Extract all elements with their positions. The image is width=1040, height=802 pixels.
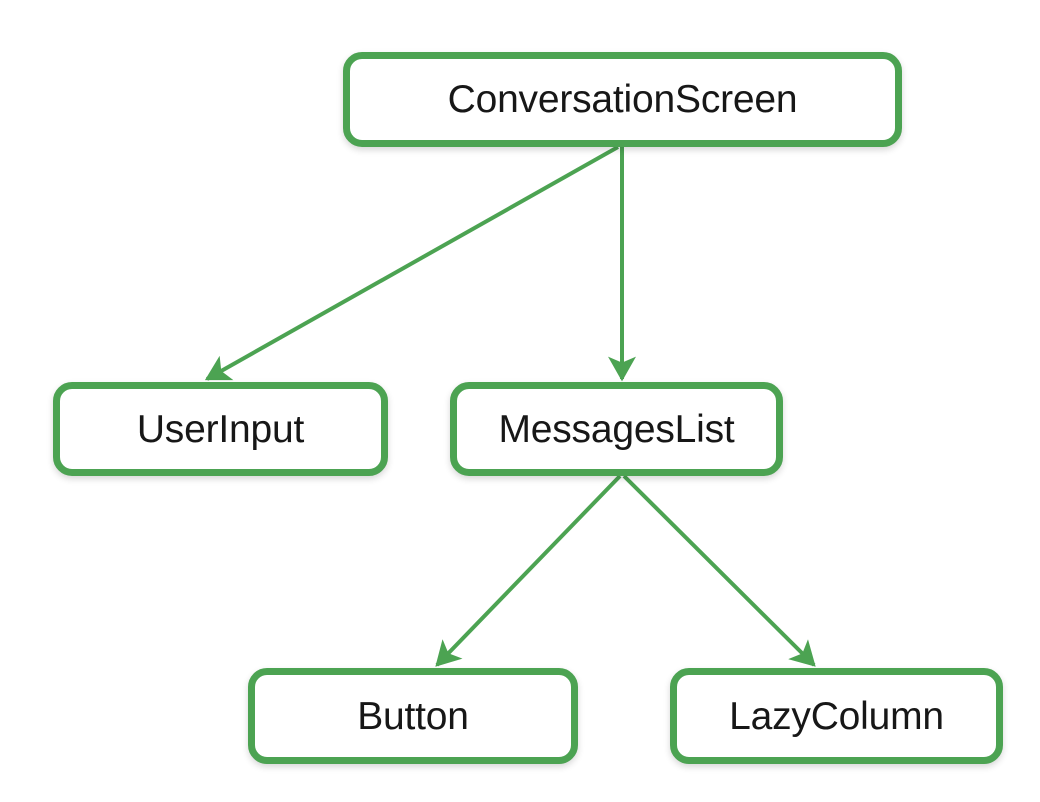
node-messages-list[interactable]: MessagesList xyxy=(450,382,783,476)
node-label-button: Button xyxy=(357,694,469,738)
node-label-conversation-screen: ConversationScreen xyxy=(447,78,798,121)
node-button[interactable]: Button xyxy=(248,668,578,764)
node-user-input[interactable]: UserInput xyxy=(53,382,388,476)
node-label-messages-list: MessagesList xyxy=(498,407,735,451)
node-label-lazy-column: LazyColumn xyxy=(729,694,944,738)
edge-messageslist-button xyxy=(435,474,622,667)
node-lazy-column[interactable]: LazyColumn xyxy=(670,668,1003,764)
node-conversation-screen[interactable]: ConversationScreen xyxy=(343,52,902,147)
node-label-user-input: UserInput xyxy=(136,407,305,451)
edge-messageslist-lazycolumn xyxy=(622,474,816,667)
edge-conversationscreen-userinput xyxy=(204,145,619,381)
